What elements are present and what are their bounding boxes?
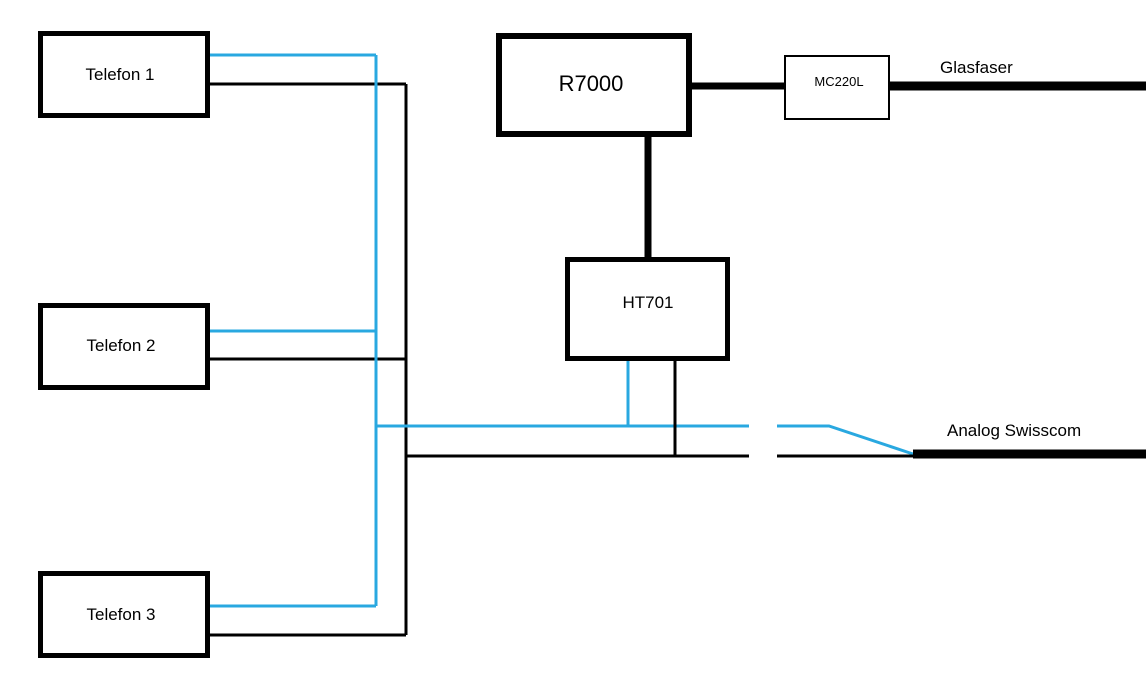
telefon-2-node: Telefon 2 [38, 303, 210, 390]
mc220l-node: MC220L [784, 55, 890, 120]
analog-wiring [376, 361, 1146, 459]
ht701-node: HT701 [565, 257, 730, 361]
telefon-2-label: Telefon 2 [87, 336, 156, 355]
ht701-label: HT701 [622, 293, 673, 312]
phone-wiring [208, 53, 408, 637]
analog-swisscom-label: Analog Swisscom [947, 421, 1081, 440]
telefon-1-node: Telefon 1 [38, 31, 210, 118]
telefon-1-label: Telefon 1 [86, 65, 155, 84]
blue-line-to-analog [777, 424, 914, 456]
glasfaser-label: Glasfaser [940, 58, 1013, 77]
router-wiring [644, 81, 1146, 260]
r7000-node: R7000 [496, 33, 692, 137]
r7000-label: R7000 [559, 71, 624, 96]
mc220l-label: MC220L [814, 74, 863, 89]
telefon-3-node: Telefon 3 [38, 571, 210, 658]
telefon-3-label: Telefon 3 [87, 605, 156, 624]
